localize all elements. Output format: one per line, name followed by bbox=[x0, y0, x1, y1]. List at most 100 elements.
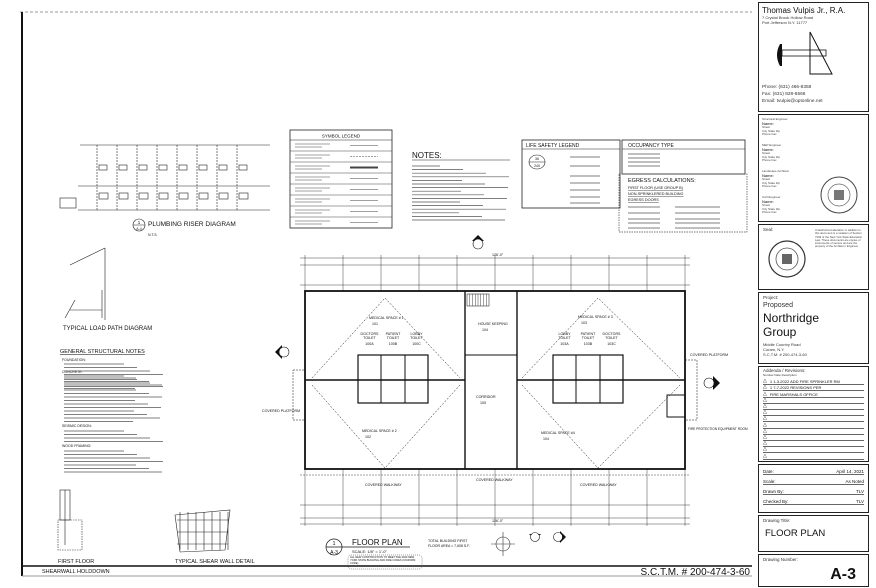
svg-text:240: 240 bbox=[534, 164, 540, 168]
egress-title: EGRESS CALCULATIONS: bbox=[628, 178, 696, 184]
plumbing-ref: 1 bbox=[138, 220, 141, 225]
occupancy-title: OCCUPANCY TYPE bbox=[628, 143, 675, 149]
svg-text:FLOOR AREA = 7,608 S.F.: FLOOR AREA = 7,608 S.F. bbox=[428, 544, 470, 548]
toilet-label: PATIENT TOILET bbox=[580, 332, 596, 340]
svg-text:102: 102 bbox=[365, 435, 371, 439]
plumbing-sheet: A-4 bbox=[136, 227, 142, 231]
revision-row: △ bbox=[763, 427, 864, 435]
north-arrow-icon bbox=[491, 532, 515, 556]
section-marker bbox=[275, 235, 720, 543]
revision-triangle-icon: △ bbox=[763, 396, 767, 403]
notes-title: NOTES: bbox=[412, 151, 442, 160]
svg-text:FOUNDATION:: FOUNDATION: bbox=[62, 358, 86, 362]
room-labels: MEDICAL SPACE # 1 101 HOUSE KEEPING 104 … bbox=[262, 253, 748, 523]
room-label: MEDICAL SPACE # 1 bbox=[369, 316, 404, 320]
svg-text:126'-0": 126'-0" bbox=[492, 253, 504, 257]
svg-text:NON-SPRINKLERED BUILDING: NON-SPRINKLERED BUILDING bbox=[628, 192, 684, 196]
revision-row: △ bbox=[763, 421, 864, 429]
sctm-number: S.C.T.M. # 200-474-3-60 bbox=[641, 567, 751, 578]
shear-wall-detail bbox=[174, 509, 231, 553]
revision-triangle-icon: △ bbox=[763, 446, 767, 453]
revision-triangle-icon: △ bbox=[763, 390, 767, 397]
svg-text:WOOD FRAMING:: WOOD FRAMING: bbox=[62, 444, 91, 448]
revision-row: △ bbox=[763, 403, 864, 411]
revision-row: △1 7-7-2022 REVISIONS PER bbox=[763, 384, 864, 392]
drawing-title: FLOOR PLAN bbox=[765, 528, 826, 539]
revision-triangle-icon: △ bbox=[763, 378, 767, 385]
info-row: Drawn By:TLV bbox=[763, 489, 864, 495]
floor-plan bbox=[292, 255, 698, 526]
svg-text:104: 104 bbox=[543, 437, 549, 441]
seal-stamp-icon bbox=[768, 240, 806, 278]
shear-wall-title: TYPICAL SHEAR WALL DETAIL bbox=[175, 559, 255, 565]
svg-text:COVERED WALKWAY: COVERED WALKWAY bbox=[476, 478, 513, 482]
floor-area: TOTAL BUILDING FIRST bbox=[428, 539, 468, 543]
egress-box bbox=[618, 173, 748, 233]
project-name: Northridge bbox=[763, 311, 820, 325]
svg-text:FIRST FLOOR (USE GROUP B): FIRST FLOOR (USE GROUP B) bbox=[628, 186, 684, 190]
revision-triangle-icon: △ bbox=[763, 440, 767, 447]
svg-text:SEISMIC DESIGN:: SEISMIC DESIGN: bbox=[62, 424, 92, 428]
revision-triangle-icon: △ bbox=[763, 427, 767, 434]
floor-plan-note: ALL NEW CONSTRUCTION TO MEET THE 2020 NE… bbox=[350, 556, 416, 565]
revision-triangle-icon: △ bbox=[763, 434, 767, 441]
info-row: Checked By:TLV bbox=[763, 499, 864, 505]
architect-name: Thomas Vulpis Jr., R.A. bbox=[762, 6, 846, 15]
revision-row: △FIRE MARSHALS OFFICE bbox=[763, 390, 864, 398]
revision-row: △ bbox=[763, 409, 864, 417]
revision-row: △ bbox=[763, 415, 864, 423]
toilet-label: DOCTORS TOILET bbox=[360, 332, 379, 340]
holdown-title: FIRST FLOOR bbox=[58, 559, 94, 565]
floor-plan-scale: SCALE: 1/8" = 1'-0" bbox=[352, 549, 387, 554]
svg-text:104: 104 bbox=[482, 328, 488, 332]
revision-triangle-icon: △ bbox=[763, 403, 767, 410]
life-safety-legend bbox=[521, 139, 621, 209]
info-row: Date:April 14, 2021 bbox=[763, 469, 864, 475]
load-path-title: TYPICAL LOAD PATH DIAGRAM bbox=[63, 326, 152, 332]
toilet-label: LOBBY TOILET bbox=[558, 332, 571, 340]
svg-text:103: 103 bbox=[581, 321, 587, 325]
revision-row: △ bbox=[763, 434, 864, 442]
toilet-label: DOCTORS TOILET bbox=[602, 332, 621, 340]
holdown-detail bbox=[57, 489, 83, 551]
structural-notes-title: GENERAL STRUCTURAL NOTES bbox=[60, 349, 145, 355]
revision-triangle-icon: △ bbox=[763, 409, 767, 416]
svg-text:EGRESS DOORS: EGRESS DOORS bbox=[628, 198, 659, 202]
revision-triangle-icon: △ bbox=[763, 384, 767, 391]
svg-text:36: 36 bbox=[535, 157, 539, 161]
architect-block: Thomas Vulpis Jr., R.A. 7 Crystal Brook … bbox=[758, 2, 869, 112]
drawing-number-block: Drawing Number: A-3 bbox=[758, 554, 869, 587]
svg-text:FIRE PROTECTION EQUIPMENT ROOM: FIRE PROTECTION EQUIPMENT ROOM bbox=[688, 427, 748, 431]
info-row: Scale:As Noted bbox=[763, 479, 864, 485]
covered-platform-label: COVERED PLATFORM bbox=[262, 409, 300, 413]
project-block: Project: Proposed Northridge Group Middl… bbox=[758, 292, 869, 364]
revision-triangle-icon: △ bbox=[763, 421, 767, 428]
revision-row: △ bbox=[763, 440, 864, 448]
drawing-title-block: Drawing Title: FLOOR PLAN bbox=[758, 515, 869, 552]
svg-text:COVERED WALKWAY: COVERED WALKWAY bbox=[580, 483, 617, 487]
seal-block: Seal: Unauthorized alteration or additio… bbox=[758, 224, 869, 290]
svg-text:COVERED PLATFORM: COVERED PLATFORM bbox=[690, 353, 728, 357]
revision-triangle-icon: △ bbox=[763, 452, 767, 459]
room-label: MEDICAL SPACE #4 bbox=[541, 431, 575, 435]
toilet-label: PATIENT TOILET bbox=[385, 332, 401, 340]
life-safety-title: LIFE SAFETY LEGEND bbox=[526, 143, 580, 149]
svg-text:A-3: A-3 bbox=[330, 550, 338, 556]
svg-text:CORRIDOR: CORRIDOR bbox=[476, 395, 496, 399]
revision-triangle-icon: △ bbox=[763, 415, 767, 422]
load-path-diagram bbox=[64, 247, 106, 320]
revision-row: △1 1-3-2022 ADD FIRE SPRINKLER RM bbox=[763, 378, 864, 386]
drawing-number: A-3 bbox=[830, 566, 856, 583]
plumbing-riser-diagram bbox=[59, 144, 270, 211]
revision-row: △ bbox=[763, 396, 864, 404]
svg-text:101: 101 bbox=[372, 322, 378, 326]
occupancy-box bbox=[621, 139, 746, 175]
svg-text:1: 1 bbox=[332, 541, 335, 547]
svg-text:CONCRETE:: CONCRETE: bbox=[62, 370, 83, 374]
symbol-legend-title: SYMBOL LEGEND bbox=[322, 134, 361, 139]
toilet-label: LOBBY TOILET bbox=[410, 332, 423, 340]
